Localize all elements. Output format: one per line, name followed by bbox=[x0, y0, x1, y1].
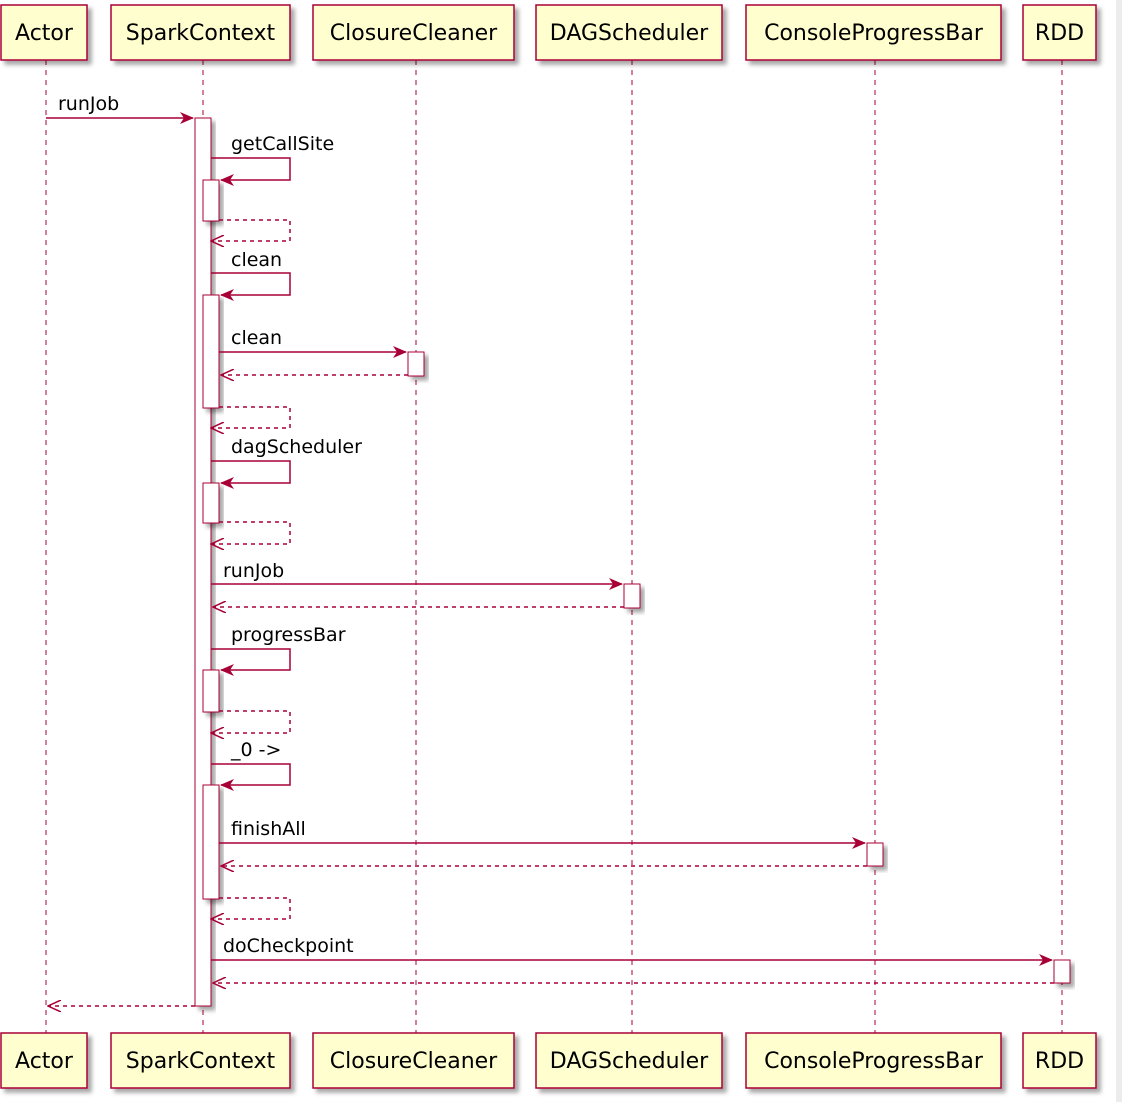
activation-spark-getcallsite bbox=[202, 179, 220, 222]
participant-label: ClosureCleaner bbox=[330, 1049, 498, 1074]
participants-top: Actor SparkContext ClosureCleaner DAGSchedu… bbox=[0, 4, 1097, 61]
activation-cpb-finishall bbox=[866, 842, 884, 867]
participants-bottom: Actor SparkContext ClosureCleaner DAGSchedu… bbox=[0, 1032, 1097, 1089]
message-4: clean bbox=[219, 327, 407, 358]
message-16 bbox=[211, 897, 291, 919]
message-label: runJob bbox=[223, 560, 284, 582]
activation-spark-closure bbox=[202, 784, 220, 900]
participant-actor-bottom: Actor bbox=[0, 1032, 88, 1089]
self-return-arrow bbox=[211, 406, 291, 428]
self-return-arrow bbox=[211, 521, 291, 544]
message-11: progressBar bbox=[211, 624, 346, 676]
participant-rdd-top: RDD bbox=[1022, 4, 1097, 61]
message-3: clean bbox=[211, 249, 291, 301]
message-label: getCallSite bbox=[231, 133, 334, 155]
participant-label: DAGScheduler bbox=[550, 1049, 709, 1074]
participant-actor-top: Actor bbox=[0, 4, 88, 61]
self-message-arrow bbox=[211, 157, 291, 186]
participant-label: RDD bbox=[1035, 21, 1084, 46]
participant-cpb-top: ConsoleProgressBar bbox=[745, 4, 1002, 61]
participant-cleaner-top: ClosureCleaner bbox=[312, 4, 515, 61]
message-label: clean bbox=[231, 249, 282, 271]
participant-label: DAGScheduler bbox=[550, 21, 709, 46]
activation-bars bbox=[194, 117, 1071, 1007]
message-label: dagScheduler bbox=[231, 436, 362, 458]
participant-dag-top: DAGScheduler bbox=[535, 4, 723, 61]
activation-spark-clean bbox=[202, 294, 220, 409]
participant-cpb-bottom: ConsoleProgressBar bbox=[745, 1032, 1002, 1089]
participant-label: Actor bbox=[15, 1049, 74, 1074]
participant-label: RDD bbox=[1035, 1049, 1084, 1074]
participant-label: ClosureCleaner bbox=[330, 21, 498, 46]
message-9: runJob bbox=[211, 560, 623, 590]
message-8 bbox=[211, 521, 291, 544]
self-return-arrow bbox=[211, 710, 291, 733]
participant-label: ConsoleProgressBar bbox=[764, 1049, 984, 1074]
self-return-arrow bbox=[211, 219, 291, 241]
participant-rdd-bottom: RDD bbox=[1022, 1032, 1097, 1089]
self-message-arrow bbox=[211, 648, 291, 676]
message-label: finishAll bbox=[231, 818, 306, 840]
scrollbar[interactable] bbox=[1116, 0, 1122, 1102]
message-label: progressBar bbox=[231, 624, 346, 646]
message-14: finishAll bbox=[219, 818, 866, 849]
message-6 bbox=[211, 406, 291, 428]
message-17: doCheckpoint bbox=[211, 935, 1053, 966]
message-13: _0 -> bbox=[211, 739, 291, 791]
participant-label: SparkContext bbox=[126, 1049, 276, 1074]
activation-cleaner-clean bbox=[407, 351, 425, 377]
message-label: clean bbox=[231, 327, 282, 349]
self-message-arrow bbox=[211, 460, 291, 489]
self-message-arrow bbox=[211, 272, 291, 301]
message-label: runJob bbox=[58, 93, 119, 115]
participant-spark-bottom: SparkContext bbox=[110, 1032, 291, 1089]
participant-dag-bottom: DAGScheduler bbox=[535, 1032, 723, 1089]
message-label: doCheckpoint bbox=[223, 935, 354, 957]
participant-cleaner-bottom: ClosureCleaner bbox=[312, 1032, 515, 1089]
activation-rdd-docheckpoint bbox=[1053, 959, 1071, 984]
message-1: getCallSite bbox=[211, 133, 334, 186]
message-2 bbox=[211, 219, 291, 241]
message-12 bbox=[211, 710, 291, 733]
participant-label: Actor bbox=[15, 21, 74, 46]
participant-label: ConsoleProgressBar bbox=[764, 21, 984, 46]
participant-spark-top: SparkContext bbox=[110, 4, 291, 61]
activation-dag-runjob bbox=[623, 583, 641, 609]
participant-label: SparkContext bbox=[126, 21, 276, 46]
message-0: runJob bbox=[46, 93, 194, 124]
self-message-arrow bbox=[211, 763, 291, 791]
activation-spark-progressbar bbox=[202, 669, 220, 713]
message-7: dagScheduler bbox=[211, 436, 362, 489]
message-label: _0 -> bbox=[230, 739, 281, 761]
messages: runJob getCallSite clean clean dagScheduler r… bbox=[46, 93, 1054, 1006]
self-return-arrow bbox=[211, 897, 291, 919]
activation-spark-dagscheduler bbox=[202, 482, 220, 524]
